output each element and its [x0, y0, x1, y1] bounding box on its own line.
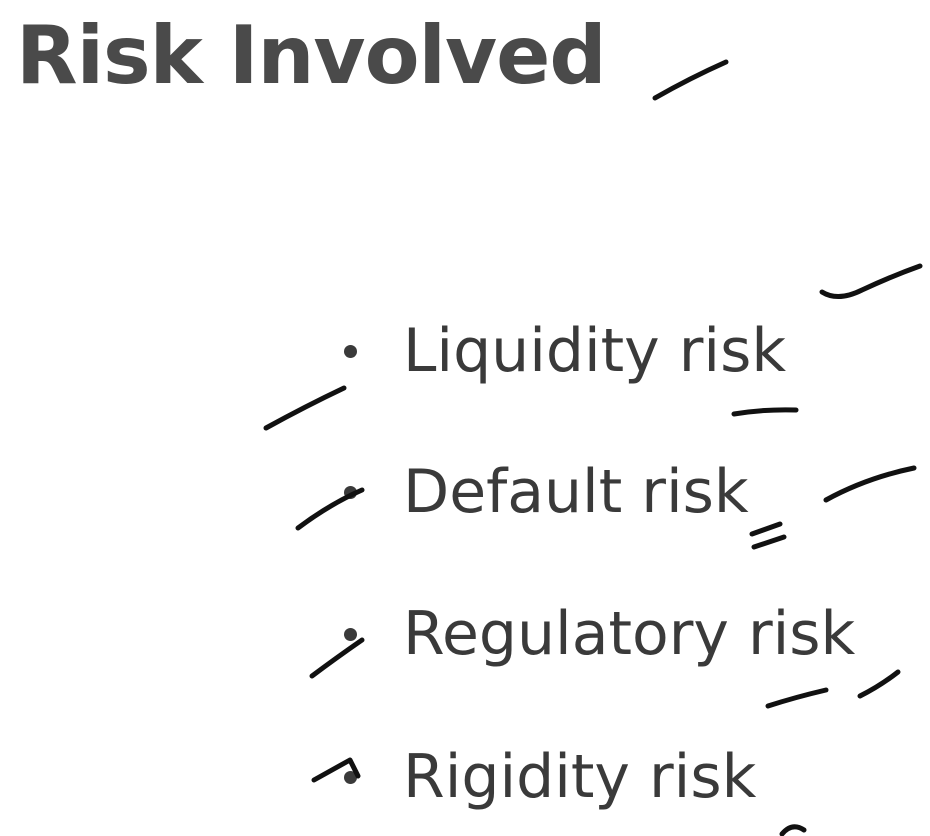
bullet-label: Regulatory risk [403, 599, 856, 669]
bullet-item-liquidity-risk: Liquidity risk [340, 306, 786, 396]
bullet-dot-icon [344, 770, 357, 784]
bullet-label: Rigidity risk [403, 742, 757, 812]
bullet-item-regulatory-risk: Regulatory risk [340, 589, 855, 679]
bullet-dot-icon [344, 485, 357, 499]
slide-title: Risk Involved [16, 9, 607, 102]
bullet-label: Liquidity risk [403, 316, 787, 386]
bullet-dot-icon [344, 344, 357, 358]
bullet-label: Default risk [403, 457, 749, 527]
bullet-item-rigidity-risk: Rigidity risk [340, 732, 756, 822]
bullet-dot-icon [344, 627, 357, 641]
bullet-item-default-risk: Default risk [340, 447, 749, 537]
